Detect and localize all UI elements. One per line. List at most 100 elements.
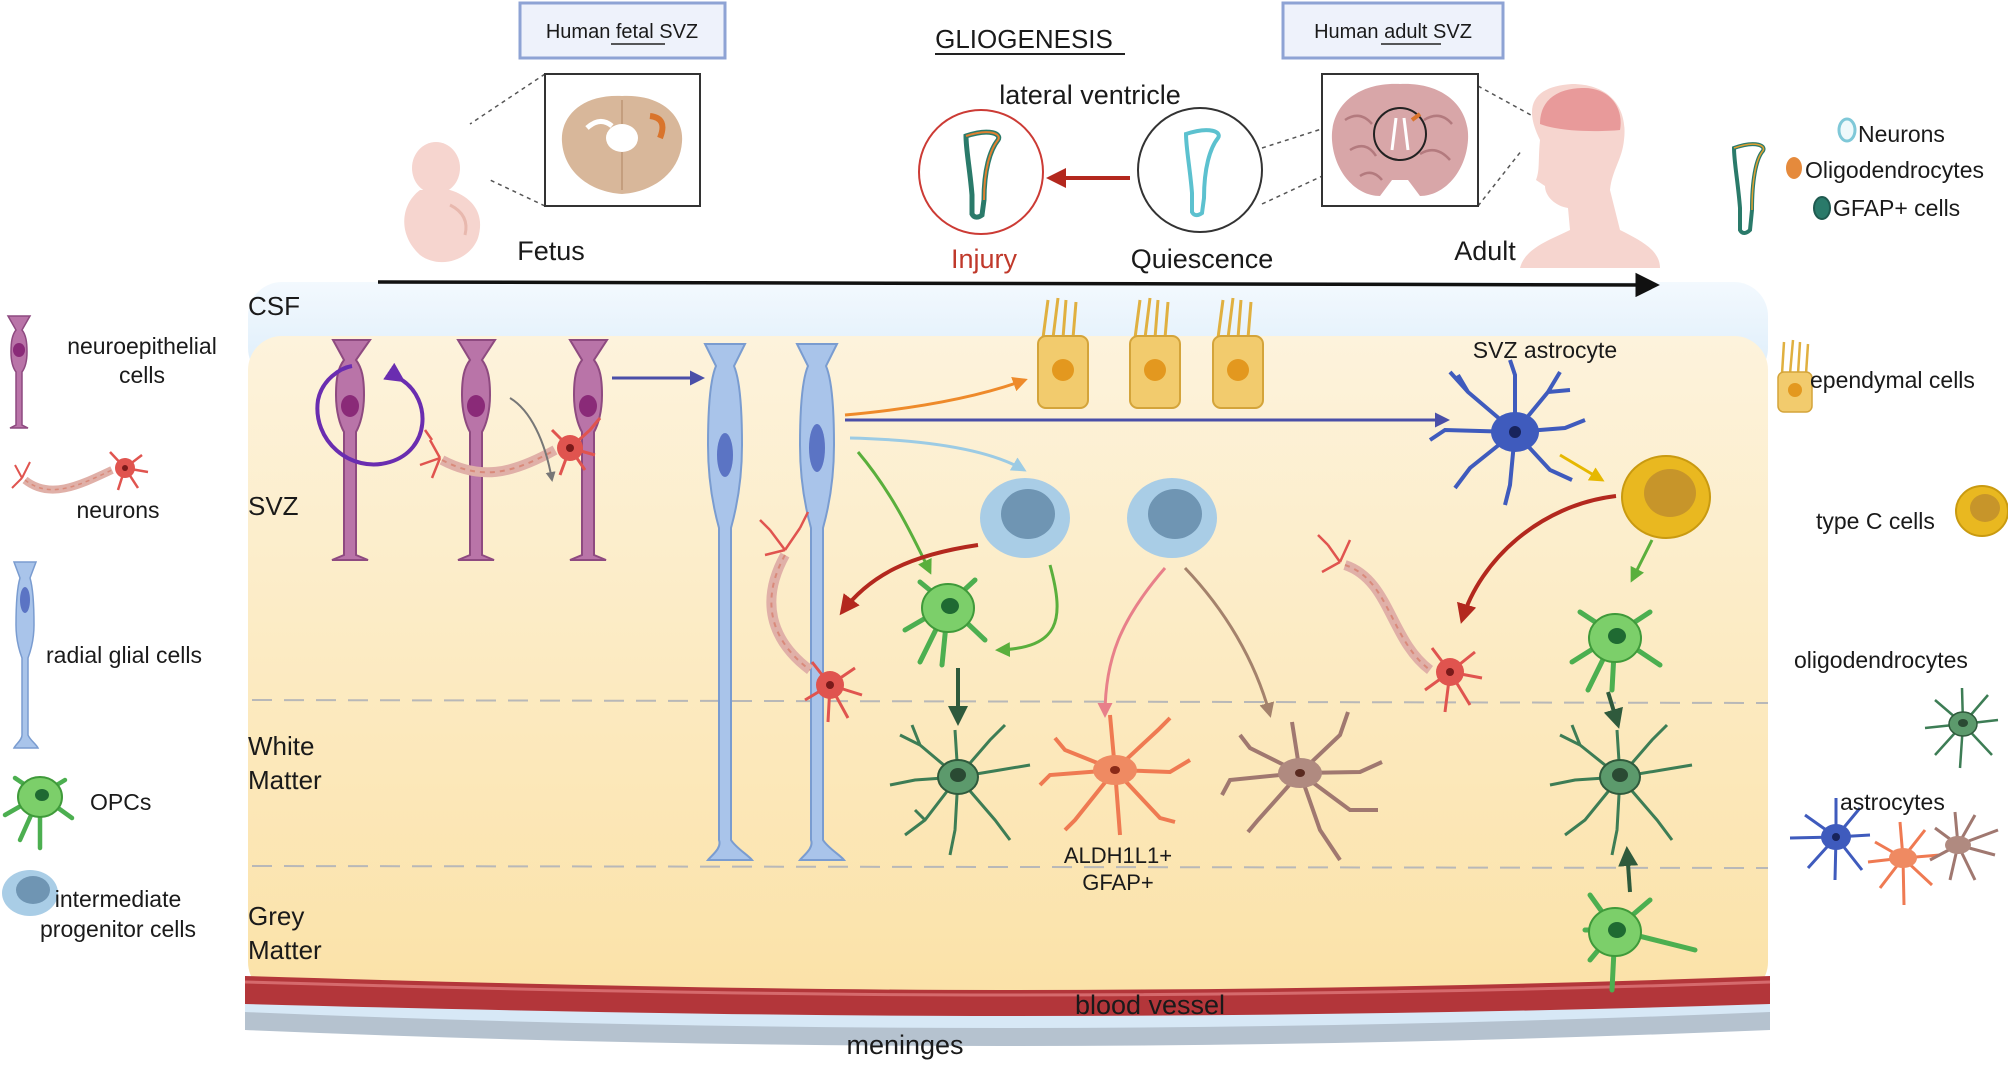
opc-center bbox=[902, 577, 988, 668]
ipc-to-brown-astro-arrow bbox=[1183, 566, 1275, 718]
legend-neurons: neurons bbox=[76, 497, 159, 523]
adult-brain-section-icon bbox=[1331, 83, 1469, 196]
legend-neuroepithelial-icon bbox=[6, 315, 32, 429]
rg-to-ependymal-arrow bbox=[844, 377, 1028, 417]
gliogenesis-title: GLIOGENESIS bbox=[935, 24, 1113, 54]
top-legend-oligodendrocytes: Oligodendrocytes bbox=[1805, 157, 1984, 183]
legend-neuron-icon bbox=[11, 451, 149, 494]
gfap-label: GFAP+ bbox=[1082, 870, 1154, 895]
ependymal-cell-1 bbox=[1037, 297, 1089, 409]
blood-vessel-highlight bbox=[244, 980, 1771, 997]
legend-astrocyte-brown-icon bbox=[1929, 811, 1999, 881]
csf-label: CSF bbox=[248, 291, 300, 321]
injury-ventricle-icon bbox=[963, 129, 1002, 220]
white-matter-label-2: Matter bbox=[248, 765, 322, 795]
svz-label: SVZ bbox=[248, 491, 299, 521]
legend-ipc-2: progenitor cells bbox=[40, 916, 196, 942]
adult-svz-box bbox=[1281, 1, 1505, 60]
intermediate-progenitor-cell-1 bbox=[980, 478, 1070, 558]
fetal-leader-2 bbox=[489, 179, 546, 207]
adult-label: Adult bbox=[1454, 236, 1516, 266]
typec-to-opc-arrow bbox=[1630, 539, 1654, 583]
legend-ependymal-icon bbox=[1777, 339, 1813, 413]
fetal-leader-1 bbox=[469, 73, 546, 125]
grey-opc-to-oligo-arrow bbox=[1618, 846, 1639, 893]
opc-grey-matter bbox=[1582, 892, 1698, 993]
legend-astrocyte-orange-icon bbox=[1867, 821, 1941, 906]
adult-svz-label: Human adult SVZ bbox=[1314, 21, 1472, 43]
legend-ipc-icon bbox=[2, 870, 58, 916]
top-legend-gfap-icon bbox=[1731, 142, 1766, 235]
quiescence-label: Quiescence bbox=[1131, 244, 1274, 274]
top-legend-gfap: GFAP+ cells bbox=[1833, 195, 1960, 221]
migrating-neuron-rg bbox=[759, 511, 863, 723]
gfap-legend-icon bbox=[1813, 196, 1831, 220]
adult-leader-2 bbox=[1261, 139, 1401, 205]
interkinetic-cycle-arrow bbox=[315, 362, 425, 467]
oligodendrocytes-legend-icon bbox=[1786, 157, 1802, 179]
blood-vessel-label: blood vessel bbox=[1075, 990, 1225, 1020]
ne-to-neuron-arrow bbox=[509, 397, 556, 482]
oligodendrocyte-adult bbox=[1549, 723, 1693, 856]
ependymal-cell-2 bbox=[1129, 297, 1181, 409]
neurons-legend-icon bbox=[1837, 117, 1857, 143]
adult-leader-4 bbox=[1477, 149, 1523, 207]
ipc-to-orange-astro-arrow bbox=[1097, 567, 1167, 718]
top-legend-neurons: Neurons bbox=[1858, 121, 1945, 147]
legend-type-c: type C cells bbox=[1816, 508, 1935, 534]
tissue-layer bbox=[248, 336, 1768, 996]
fetus-figure bbox=[404, 142, 481, 263]
meninges-label: meninges bbox=[846, 1030, 963, 1060]
oligodendrocyte-center bbox=[889, 723, 1031, 856]
legend-type-c-icon bbox=[1955, 485, 2008, 537]
fetal-svz-box bbox=[518, 1, 727, 60]
opc-adult bbox=[1569, 609, 1663, 693]
ipc-to-opc-arrow bbox=[995, 564, 1059, 658]
orange-astrocyte bbox=[1038, 714, 1192, 836]
type-c-cell bbox=[1621, 455, 1711, 539]
adult-figure bbox=[1520, 84, 1660, 268]
timeline-arrow bbox=[377, 272, 1660, 298]
svz-astrocyte-label: SVZ astrocyte bbox=[1473, 337, 1617, 363]
migrating-neuron-fetal bbox=[419, 417, 602, 479]
quiescence-ventricle-icon bbox=[1183, 128, 1221, 218]
legend-neuroepithelial-2: cells bbox=[119, 362, 165, 388]
radial-glial-cell-2 bbox=[795, 343, 847, 861]
legend-opc-icon bbox=[2, 775, 75, 851]
quiescence-circle bbox=[1137, 107, 1263, 233]
typec-to-neuron-arrow bbox=[1457, 494, 1617, 624]
fetus-label: Fetus bbox=[517, 236, 585, 266]
neuroepithelial-cell-2 bbox=[456, 339, 497, 561]
grey-matter-label-2: Matter bbox=[248, 935, 322, 965]
adult-leader-3 bbox=[1477, 85, 1541, 121]
rg-to-ipc-arrow bbox=[849, 436, 1027, 472]
fetal-brain-section-icon bbox=[561, 95, 683, 194]
svz-astro-to-typec-arrow bbox=[1559, 453, 1605, 482]
ipc-to-neuron-arrow bbox=[839, 543, 979, 616]
injury-circle bbox=[918, 109, 1044, 235]
meninges-band bbox=[245, 1010, 1770, 1046]
injury-label: Injury bbox=[951, 244, 1018, 274]
legend-neuroepithelial-1: neuroepithelial bbox=[67, 333, 217, 359]
brown-astrocyte bbox=[1220, 711, 1383, 862]
svz-astrocyte bbox=[1428, 359, 1586, 506]
radial-glial-cell-1 bbox=[703, 343, 755, 861]
legend-opcs: OPCs bbox=[90, 789, 151, 815]
intermediate-progenitor-cell-2 bbox=[1127, 478, 1217, 558]
ependymal-cell-3 bbox=[1212, 297, 1264, 409]
grey-matter-label-1: Grey bbox=[248, 901, 304, 931]
legend-oligodendrocytes: oligodendrocytes bbox=[1794, 647, 1968, 673]
aldh-label: ALDH1L1+ bbox=[1064, 843, 1172, 868]
adult-neuron bbox=[1317, 534, 1483, 713]
white-matter-label-1: White bbox=[248, 731, 314, 761]
legend-ipc-1: intermediate bbox=[55, 886, 182, 912]
fetal-svz-label: Human fetal SVZ bbox=[546, 21, 698, 43]
legend-radial-glia-icon bbox=[12, 561, 40, 749]
neuroepithelial-cell-1 bbox=[331, 339, 372, 561]
meninges-band-light bbox=[245, 998, 1770, 1028]
white-matter-boundary bbox=[251, 699, 1769, 704]
legend-astrocytes: astrocytes bbox=[1840, 789, 1945, 815]
legend-oligodendrocyte-icon bbox=[1924, 687, 1999, 769]
legend-ependymal: ependymal cells bbox=[1810, 367, 1975, 393]
opc-adult-to-oligo-arrow bbox=[1603, 691, 1623, 729]
